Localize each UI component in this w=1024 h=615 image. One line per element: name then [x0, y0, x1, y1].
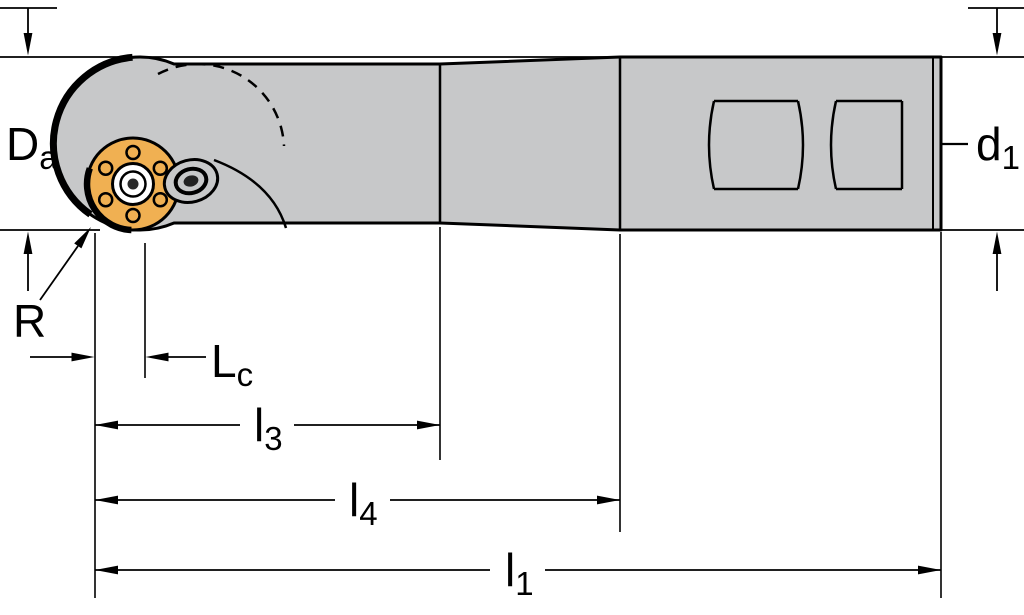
dimension-l1: [95, 565, 941, 575]
label-l1: l1: [505, 544, 534, 602]
d1-bottom-arrow: [992, 231, 1002, 254]
insert-center-screw: [111, 162, 155, 206]
dimension-l3: [95, 420, 440, 430]
l3-right-arrow: [417, 420, 440, 430]
shank-flat-1: [707, 99, 805, 191]
hidden-contour-arc: [157, 62, 286, 147]
dimension-l4: [95, 495, 620, 505]
d1-top-arrow: [992, 33, 1002, 56]
edge-insert-screw: [162, 158, 220, 204]
dimension-lc: [30, 352, 206, 362]
labels: Da d1 R Lc l3 l4 l1: [6, 118, 1020, 602]
insert-cutting-edge-arc: [83, 167, 132, 234]
label-l4: l4: [349, 474, 378, 532]
l4-right-arrow: [597, 495, 620, 505]
shank-flat-2: [829, 99, 904, 191]
cutting-edge-arc: [49, 53, 133, 218]
label-da: Da: [6, 118, 58, 176]
lc-left-arrow: [71, 352, 95, 362]
flute-curve: [213, 158, 288, 229]
label-r: R: [13, 295, 46, 347]
l1-right-arrow: [918, 565, 941, 575]
dimension-d1: [992, 8, 1002, 291]
label-l3: l3: [254, 399, 283, 457]
tool-body: [49, 53, 943, 234]
r-leader-arrow: [74, 227, 91, 249]
l4-left-arrow: [95, 495, 118, 505]
l3-left-arrow: [95, 420, 118, 430]
dimension-da: [23, 8, 33, 291]
label-lc: Lc: [211, 335, 253, 393]
label-d1: d1: [976, 118, 1020, 176]
extension-lines: [94, 227, 942, 598]
insert-holes: [97, 144, 169, 224]
da-top-arrow: [23, 33, 33, 56]
tool-body-outline: [51, 55, 943, 232]
da-bottom-arrow: [23, 231, 33, 254]
l1-left-arrow: [95, 565, 118, 575]
lc-right-arrow: [145, 352, 169, 362]
dimension-r: [39, 227, 91, 301]
